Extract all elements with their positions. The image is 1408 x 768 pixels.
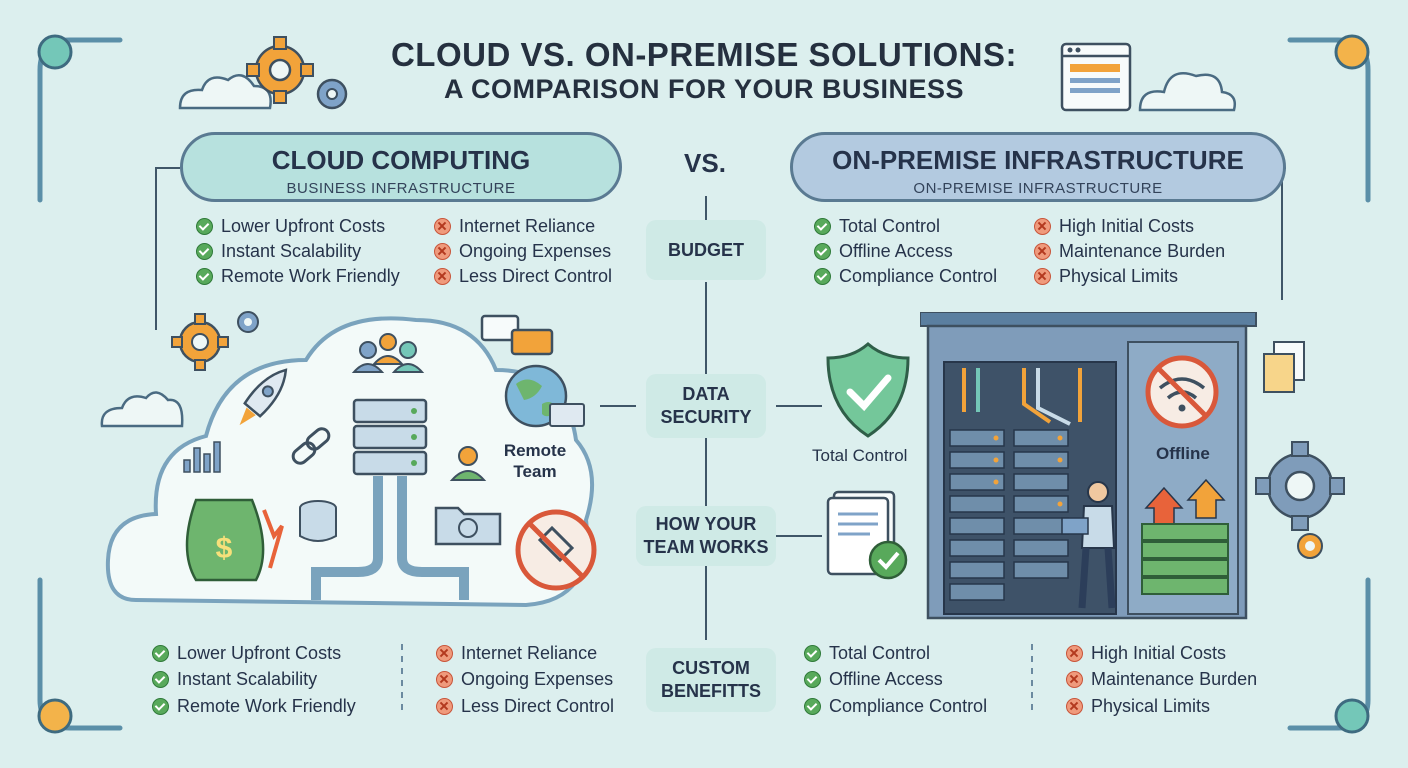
list-item: Remote Work Friendly [196, 264, 400, 289]
onprem-header: ON-PREMISE INFRASTRUCTURE ON-PREMISE INF… [790, 132, 1286, 202]
cloud-heading: CLOUD COMPUTING [271, 145, 531, 175]
cloud-pros-top: Lower Upfront Costs Instant Scalability … [196, 214, 400, 289]
cross-icon [436, 671, 453, 689]
check-icon [804, 644, 821, 662]
list-item: Compliance Control [814, 264, 997, 289]
cloud-cons-bottom: Internet Reliance Ongoing Expenses Less … [436, 640, 614, 720]
onprem-pros-bottom: Total Control Offline Access Compliance … [804, 640, 987, 720]
list-item: Compliance Control [804, 693, 987, 720]
list-item: Internet Reliance [434, 214, 612, 239]
document-check-icon [826, 490, 908, 580]
onprem-cons-bottom: High Initial Costs Maintenance Burden Ph… [1066, 640, 1257, 720]
list-item: Ongoing Expenses [436, 667, 614, 694]
onprem-subheading: ON-PREMISE INFRASTRUCTURE [913, 180, 1163, 197]
cross-icon [1034, 243, 1051, 260]
list-item: Lower Upfront Costs [152, 640, 356, 667]
check-icon [196, 218, 213, 235]
cross-icon [1066, 697, 1083, 715]
vs-label: VS. [684, 148, 726, 178]
list-item: Remote Work Friendly [152, 693, 356, 720]
list-item: Physical Limits [1066, 693, 1257, 720]
list-item: Maintenance Burden [1034, 239, 1225, 264]
server-rack-icon [920, 312, 1257, 620]
check-icon [152, 697, 169, 715]
gear-icon [171, 311, 259, 371]
cross-icon [436, 644, 453, 662]
globe-icon [504, 364, 585, 428]
cross-icon [434, 243, 451, 260]
onprem-heading: ON-PREMISE INFRASTRUCTURE [832, 145, 1244, 175]
list-item: Ongoing Expenses [434, 239, 612, 264]
page-subtitle: A COMPARISON FOR YOUR BUSINESS [443, 74, 965, 104]
svg-text:$: $ [216, 532, 233, 565]
list-item: Total Control [814, 214, 997, 239]
list-item: Instant Scalability [196, 239, 400, 264]
cloud-illustration: $ [100, 316, 597, 608]
cloud-subheading: BUSINESS INFRASTRUCTURE [286, 180, 516, 197]
remote-team-label: Remote Team [503, 441, 567, 481]
money-bag-icon: $ [185, 498, 284, 582]
list-item: Less Direct Control [434, 264, 612, 289]
check-icon [196, 243, 213, 260]
browser-window-icon [1060, 42, 1236, 112]
check-icon [814, 268, 831, 285]
rocket-icon [239, 368, 288, 426]
database-icon [299, 500, 337, 542]
list-item: Offline Access [814, 239, 997, 264]
list-item: Instant Scalability [152, 667, 356, 694]
cloud-header: CLOUD COMPUTING BUSINESS INFRASTRUCTURE [180, 132, 622, 202]
check-icon [152, 671, 169, 689]
criterion-data-security: DATA SECURITY [646, 374, 766, 438]
check-icon [196, 268, 213, 285]
cross-icon [1066, 644, 1083, 662]
list-item: Offline Access [804, 667, 987, 694]
list-item: Lower Upfront Costs [196, 214, 400, 239]
no-wifi-icon [1145, 355, 1219, 429]
cash-stack-icon [1141, 478, 1229, 595]
list-item: Internet Reliance [436, 640, 614, 667]
check-icon [152, 644, 169, 662]
list-item: High Initial Costs [1066, 640, 1257, 667]
cross-icon [1034, 218, 1051, 235]
list-item: Less Direct Control [436, 693, 614, 720]
check-icon [804, 697, 821, 715]
cloud-cons-top: Internet Reliance Ongoing Expenses Less … [434, 214, 612, 289]
chat-icon [480, 314, 554, 356]
check-icon [804, 671, 821, 689]
criterion-budget: BUDGET [646, 220, 766, 280]
cross-icon [436, 697, 453, 715]
cross-icon [434, 218, 451, 235]
onprem-pros-top: Total Control Offline Access Compliance … [814, 214, 997, 289]
cross-icon [1066, 671, 1083, 689]
check-icon [814, 243, 831, 260]
gear-icon [1255, 341, 1345, 559]
total-control-label: Total Control [812, 446, 908, 465]
list-item: Maintenance Burden [1066, 667, 1257, 694]
cloud-pros-bottom: Lower Upfront Costs Instant Scalability … [152, 640, 356, 720]
criterion-team-works: HOW YOUR TEAM WORKS [636, 506, 776, 566]
shield-check-icon [826, 342, 910, 438]
criterion-custom-benefits: CUSTOM BENEFITTS [646, 648, 776, 712]
no-plug-icon [515, 509, 597, 591]
page-title: CLOUD VS. ON-PREMISE SOLUTIONS: [390, 36, 1018, 73]
list-item: Total Control [804, 640, 987, 667]
check-icon [814, 218, 831, 235]
team-people-icon [351, 333, 425, 373]
cross-icon [434, 268, 451, 285]
list-item: Physical Limits [1034, 264, 1225, 289]
cross-icon [1034, 268, 1051, 285]
server-icon [352, 398, 428, 476]
list-item: High Initial Costs [1034, 214, 1225, 239]
offline-label: Offline [1156, 444, 1210, 463]
gear-icon [178, 36, 348, 110]
onprem-cons-top: High Initial Costs Maintenance Burden Ph… [1034, 214, 1225, 289]
person-with-laptop-icon [1061, 481, 1116, 609]
